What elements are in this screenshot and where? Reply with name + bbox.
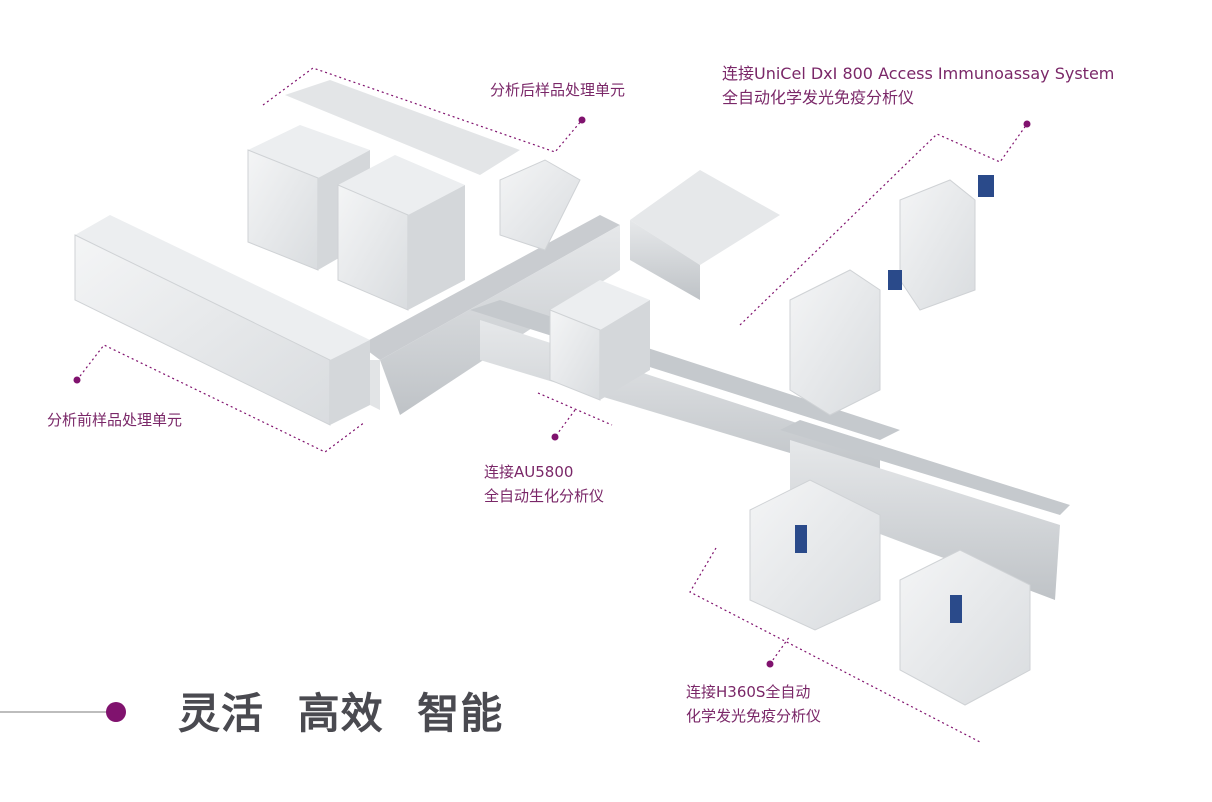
slogan-divider-line <box>0 711 112 713</box>
au5800-analyzer <box>549 170 780 401</box>
au5800-label-line1: 连接AU5800 <box>484 463 574 481</box>
leader-dots <box>73 116 1031 668</box>
slogan-word: 高效 <box>297 689 384 738</box>
h360s-analyzer <box>749 479 1031 706</box>
pre-analysis-unit <box>74 215 370 426</box>
h360s-label-line2: 化学发光免疫分析仪 <box>686 707 822 725</box>
unicel-dxi-800-analyzer <box>789 175 994 416</box>
slogan-word: 灵活 <box>178 689 265 738</box>
unicel-label-line2: 全自动化学发光免疫分析仪 <box>722 88 915 107</box>
post-analysis-label: 分析后样品处理单元 <box>490 81 626 99</box>
au5800-label-line2: 全自动生化分析仪 <box>484 487 605 505</box>
leader-lines <box>76 67 1028 743</box>
unicel-label-line1: 连接UniCel DxI 800 Access Immunoassay Syst… <box>722 64 1115 83</box>
unicel-label: 连接UniCel DxI 800 Access Immunoassay Syst… <box>722 62 1114 110</box>
slogan-word: 智能 <box>417 689 504 738</box>
pre-analysis-label: 分析前样品处理单元 <box>47 411 183 429</box>
post-analysis-unit <box>247 80 581 311</box>
slogan: 灵活 高效 智能 <box>178 680 521 741</box>
slogan-bullet-dot <box>106 702 126 722</box>
au5800-label: 连接AU5800 全自动生化分析仪 <box>484 460 604 508</box>
h360s-label: 连接H360S全自动 化学发光免疫分析仪 <box>686 680 821 728</box>
h360s-label-line1: 连接H360S全自动 <box>686 683 811 701</box>
